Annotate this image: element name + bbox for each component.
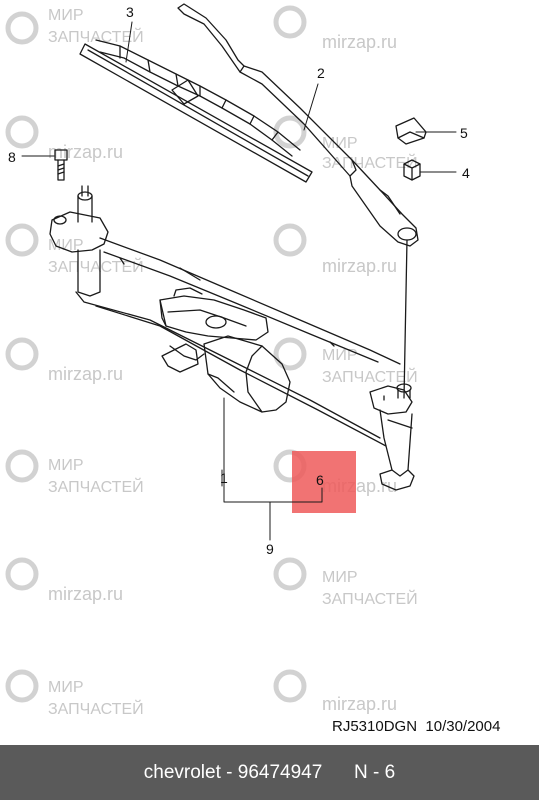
watermark-ru-top: МИР <box>48 679 84 696</box>
footer-separator: - <box>226 761 233 783</box>
callout-9: 9 <box>266 541 274 557</box>
watermark-layer: МИР ЗАПЧАСТЕЙ mirzap.ru mirzap.ru МИР ЗА… <box>5 5 418 718</box>
arm-pivot-guide <box>403 239 408 399</box>
watermark-ru-bottom: ЗАПЧАСТЕЙ <box>48 477 144 496</box>
bolt <box>54 149 68 181</box>
watermark-ru-top: МИР <box>322 347 358 364</box>
wiper-diagram: МИР ЗАПЧАСТЕЙ mirzap.ru mirzap.ru МИР ЗА… <box>5 3 470 718</box>
leader-6-9 <box>269 487 323 503</box>
watermark-ru-bottom: ЗАПЧАСТЕЙ <box>322 153 418 172</box>
watermark-ru-top: МИР <box>48 457 84 474</box>
watermark-domain: mirzap.ru <box>48 364 123 384</box>
linkage-assembly <box>49 185 415 491</box>
nut <box>403 159 421 181</box>
watermark-ru-bottom: ЗАПЧАСТЕЙ <box>48 27 144 46</box>
wiper-motor <box>159 287 291 413</box>
drawing-code-id: RJ5310DGN <box>332 718 418 735</box>
watermark-ru-top: МИР <box>48 7 84 24</box>
watermark-domain: mirzap.ru <box>322 694 397 714</box>
callout-3: 3 <box>126 4 134 20</box>
footer-part-number: 96474947 <box>237 761 323 783</box>
callout-2: 2 <box>317 65 325 81</box>
watermark-domain: mirzap.ru <box>48 142 123 162</box>
watermark-domain: mirzap.ru <box>48 584 123 604</box>
watermark-ru-bottom: ЗАПЧАСТЕЙ <box>322 367 418 386</box>
footer-ref: N - 6 <box>354 761 396 783</box>
leader-2 <box>303 83 319 131</box>
highlight-box <box>292 451 356 513</box>
leader-lines <box>21 21 457 541</box>
footer-gap <box>322 762 354 784</box>
watermark-domain: mirzap.ru <box>322 32 397 52</box>
footer-bar: chevrolet - 96474947 N - 6 <box>0 745 539 800</box>
watermark-ru-top: МИР <box>48 237 84 254</box>
drawing-date: 10/30/2004 <box>425 718 501 735</box>
nut-cap <box>395 117 427 145</box>
callout-4: 4 <box>462 165 470 181</box>
callout-6: 6 <box>316 472 324 488</box>
wiper-blade <box>79 39 313 183</box>
watermark-ru-bottom: ЗАПЧАСТЕЙ <box>48 257 144 276</box>
callout-1: 1 <box>220 470 228 486</box>
callout-5: 5 <box>460 125 468 141</box>
watermark-domain: mirzap.ru <box>322 256 397 276</box>
watermark-ru-top: МИР <box>322 569 358 586</box>
watermark-ru-bottom: ЗАПЧАСТЕЙ <box>48 699 144 718</box>
watermark-ru-bottom: ЗАПЧАСТЕЙ <box>322 589 418 608</box>
footer-brand: chevrolet <box>143 761 221 783</box>
drawing-code: RJ5310DGN 10/30/2004 <box>332 718 500 735</box>
leader-3 <box>125 21 133 63</box>
callout-8: 8 <box>8 149 16 165</box>
diagram-canvas: МИР ЗАПЧАСТЕЙ mirzap.ru mirzap.ru МИР ЗА… <box>5 3 470 718</box>
leader-1-9 <box>223 397 271 541</box>
